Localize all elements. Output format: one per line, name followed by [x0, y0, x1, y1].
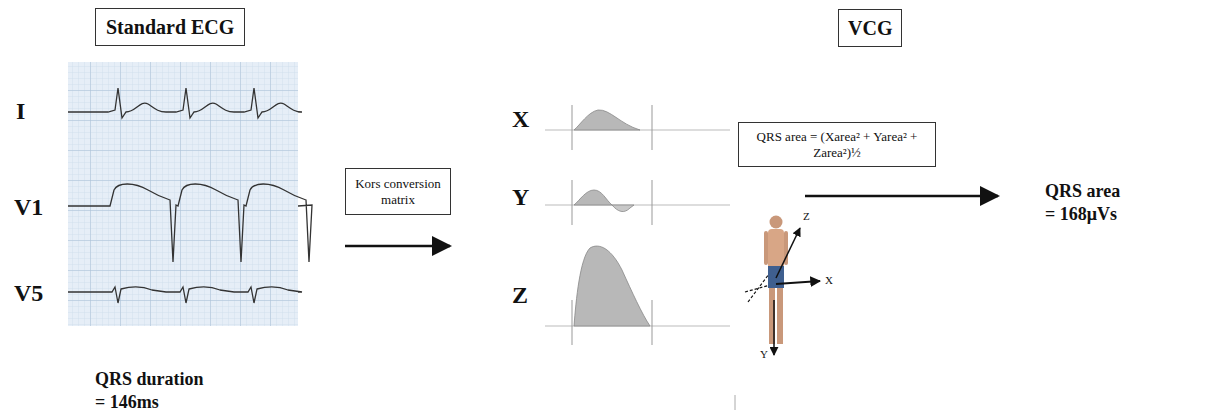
lead-name: V1 [14, 192, 43, 222]
box-text: Standard ECG [106, 15, 234, 39]
ecg-trace [68, 88, 312, 303]
measurement: QRS area = 168μVs [1045, 180, 1130, 225]
axis-name: X [512, 104, 529, 134]
measurement: QRS duration = 146ms [95, 368, 213, 413]
box-text: QRS area = (Xarea² + Yarea² + Zarea²)½ [747, 129, 927, 160]
lead-name: I [16, 96, 25, 126]
body-figure [745, 216, 820, 356]
vcg-trace [545, 105, 735, 410]
title-box: Standard ECG [95, 8, 245, 46]
axis-name: Y [760, 348, 768, 362]
axis-name: Y [512, 182, 529, 212]
title-box: VCG [838, 9, 902, 47]
axis-name: Z [512, 280, 528, 310]
box-text: Kors conversion matrix [352, 176, 444, 207]
axis-name: X [825, 274, 833, 288]
process-box: Kors conversion matrix [345, 168, 451, 215]
ecg-trace [68, 184, 312, 262]
lead-name: V5 [14, 278, 43, 308]
ecg-trace [68, 287, 302, 303]
process-box: QRS area = (Xarea² + Yarea² + Zarea²)½ [738, 122, 936, 167]
ecg-trace [68, 88, 302, 118]
box-text: VCG [848, 16, 892, 40]
arrow [345, 245, 450, 248]
axis-name: Z [803, 210, 810, 224]
arrow [805, 195, 998, 198]
